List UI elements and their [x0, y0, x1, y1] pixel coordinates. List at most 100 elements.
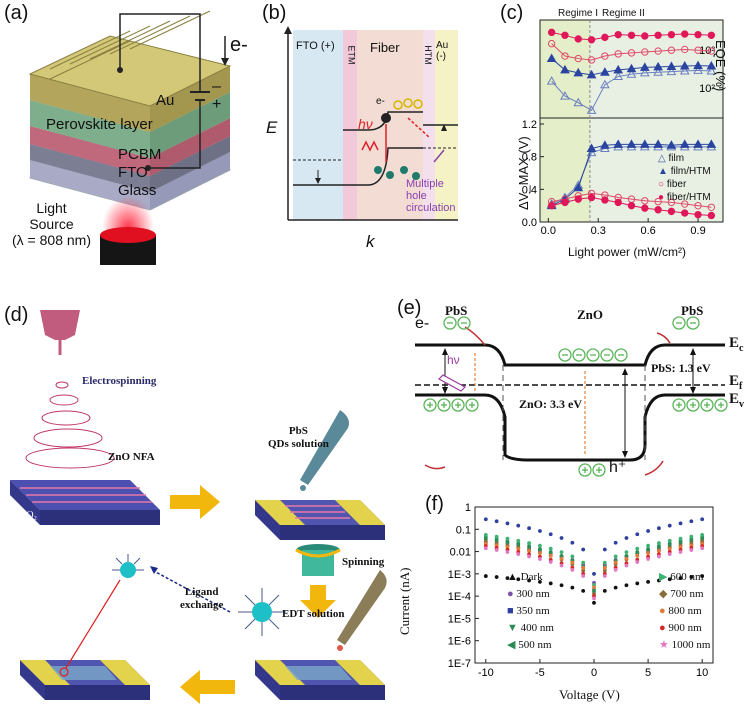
iv-point — [624, 536, 629, 540]
pbs-pipette — [300, 410, 349, 485]
legend-c: △ film ▲ film/HTM ○ fiber ● fiber/HTM — [658, 152, 711, 204]
y-tick-label: 1 — [465, 502, 471, 514]
iv-point — [494, 575, 499, 579]
regime-1-band — [540, 20, 590, 222]
eqe-point — [573, 97, 584, 107]
eqe-point — [560, 91, 570, 100]
iv-point — [613, 560, 618, 565]
dv-point — [707, 211, 716, 220]
electrospinning-nozzle — [40, 310, 80, 340]
layer-label-au: Au — [156, 92, 175, 109]
iv-point — [548, 553, 553, 558]
iv-point — [700, 532, 705, 537]
zno-label: ZnO — [577, 307, 604, 322]
x-tick-label: 5 — [645, 667, 651, 679]
iv-point — [548, 560, 553, 564]
eqe-point — [653, 61, 663, 71]
bottom-y-tick-label: 0.8 — [522, 152, 537, 164]
eqe-point — [574, 54, 582, 63]
regime-2-label: Regime II — [602, 8, 645, 19]
iv-point — [624, 583, 629, 588]
valence-band-edge — [415, 393, 725, 462]
eqe-point — [639, 62, 650, 71]
k-axis-label: k — [366, 232, 375, 251]
electron-label: e- — [376, 96, 385, 107]
iv-point — [483, 517, 488, 522]
iv-point — [657, 526, 661, 531]
iv-point — [657, 541, 661, 545]
legend-item: ◆ 700 nm — [659, 586, 710, 603]
iv-point — [667, 552, 672, 557]
electron-circles — [423, 316, 728, 477]
qd-ligand-exchanged — [120, 562, 136, 578]
legend-marker: ■ — [507, 605, 517, 617]
iv-point — [635, 581, 640, 586]
fabrication-process-illustration — [10, 310, 387, 704]
legend-item-film-htm: ▲ film/HTM — [658, 166, 711, 177]
dv-point — [573, 182, 584, 192]
legend-f-left: ▲ Dark● 300 nm■ 350 nm▼ 400 nm◀ 500 nm — [507, 569, 554, 654]
eqe-point — [560, 64, 570, 74]
bottom-y-tick-label: 0.0 — [522, 217, 537, 229]
iv-point — [548, 581, 553, 586]
iv-point — [581, 588, 586, 593]
eqe-point — [573, 67, 584, 77]
eqe-point — [694, 46, 702, 54]
panel-label: (d) — [4, 304, 29, 326]
y-tick-label: 1E-3 — [448, 569, 471, 581]
electron-dot — [381, 113, 391, 123]
iv-point — [657, 548, 661, 553]
process-arrow-3 — [180, 670, 235, 704]
pbs-right-label: PbS — [681, 303, 704, 318]
iv-point — [581, 565, 586, 570]
iv-point — [538, 529, 542, 533]
y-tick-label: 1E-5 — [448, 613, 471, 625]
eqe-point — [601, 52, 609, 60]
layer-label-fto: FTO — [118, 164, 148, 181]
battery-plus: + — [212, 96, 222, 113]
eqe-point — [547, 39, 556, 48]
iv-point — [548, 551, 553, 555]
iv-point — [602, 560, 607, 565]
ef-label: Ef — [729, 373, 743, 392]
edt-solution-label: EDT solution — [282, 608, 345, 620]
iv-point — [570, 560, 575, 565]
iv-point — [494, 548, 499, 552]
electrospinning-label: Electrospinning — [82, 375, 157, 387]
dv-point — [613, 139, 624, 148]
iv-point — [527, 554, 531, 559]
eqe-point — [681, 30, 689, 38]
x-tick-label: 0.0 — [541, 225, 556, 237]
battery-minus: – — [212, 78, 221, 95]
photon-symbol: hν — [447, 353, 460, 367]
x-tick-label: 0.9 — [690, 225, 705, 237]
light-source-aperture — [100, 227, 156, 243]
legend-item: ▶ 600 nm — [659, 569, 710, 586]
plot-frame — [539, 19, 724, 223]
eqe-point — [666, 66, 677, 76]
layer-label-perovskite: Perovskite layer — [46, 116, 153, 133]
eqe-point — [586, 105, 597, 114]
iv-point — [592, 596, 596, 601]
eqe-point — [627, 49, 636, 57]
iv-point — [678, 536, 683, 541]
iv-point — [667, 538, 672, 543]
iv-point — [581, 547, 586, 552]
dv-point — [547, 201, 556, 210]
panel-b: (b) E k FTO (+) ETM Fiber HTM Au (-) hν … — [258, 0, 458, 265]
eqe-point — [694, 30, 702, 39]
iv-point — [602, 574, 607, 578]
dv-point — [586, 143, 597, 152]
legend-item: ● 800 nm — [659, 603, 710, 620]
photon-wave — [361, 140, 379, 152]
legend-marker: ▶ — [659, 571, 671, 583]
legend-item-fiber: ○ fiber — [658, 179, 687, 190]
iv-point — [646, 548, 650, 553]
eqe-point — [546, 76, 557, 85]
panel-d: (d) Electrospinning ZnO NFA SiO₂ PbS QDs… — [0, 300, 395, 706]
iv-point — [689, 575, 694, 579]
iv-point — [516, 552, 521, 557]
iv-point — [624, 563, 629, 568]
eqe-point — [666, 61, 677, 70]
